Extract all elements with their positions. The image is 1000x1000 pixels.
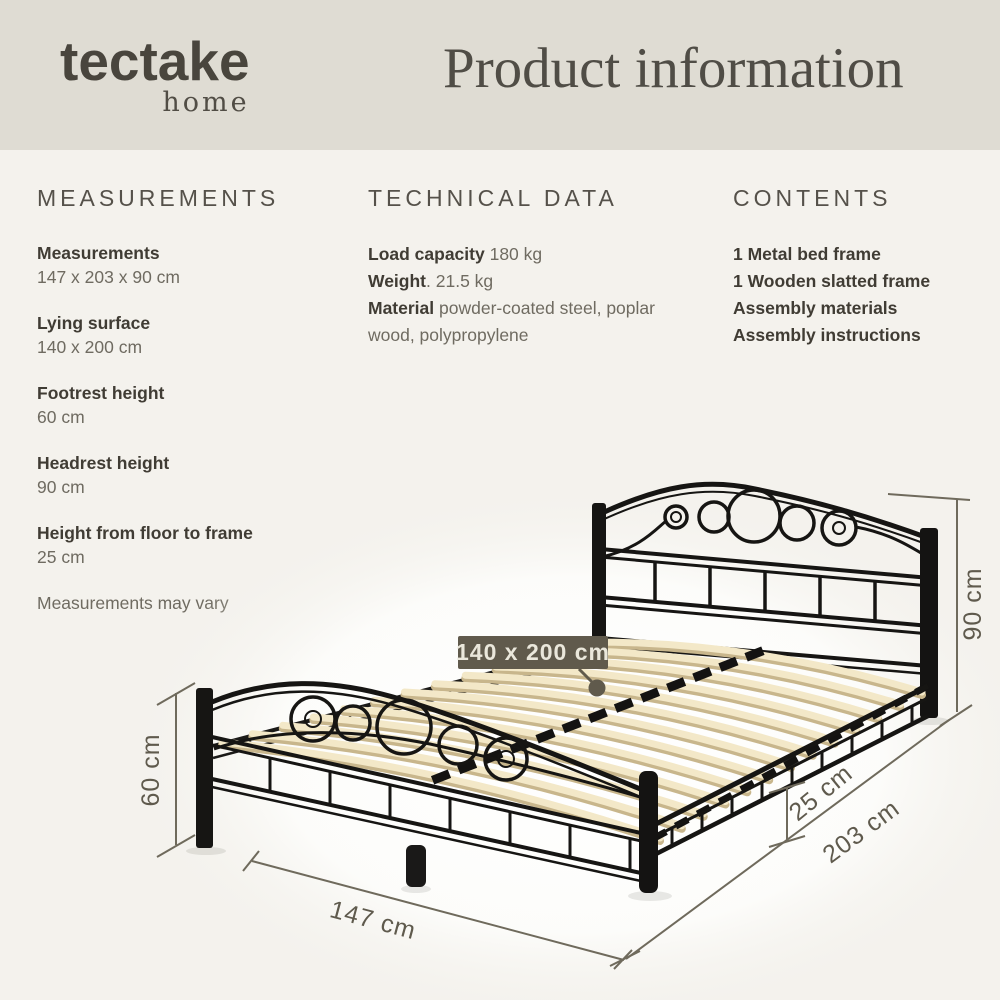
measurement-label: Footrest height xyxy=(37,383,165,404)
technical-label: Material xyxy=(368,298,435,319)
footboard-center-leg xyxy=(406,845,426,887)
slats xyxy=(218,638,930,845)
contents-item: Assembly instructions xyxy=(733,325,921,346)
brand-sub: home xyxy=(162,87,250,118)
brand-name: tectake xyxy=(60,30,250,92)
measurement-label: Height from floor to frame xyxy=(37,523,253,544)
contents-heading: CONTENTS xyxy=(733,185,892,211)
measurements-heading: MEASUREMENTS xyxy=(37,185,280,211)
floor-shadows xyxy=(186,717,949,901)
headboard xyxy=(592,481,938,718)
measurement-item: Headrest height 90 cm xyxy=(37,451,337,499)
page-title: Product information xyxy=(443,37,904,100)
measurements-column: MEASUREMENTS Measurements 147 x 203 x 90… xyxy=(37,185,337,615)
footboard-right-post xyxy=(639,771,658,893)
technical-line: Load capacity 180 kg xyxy=(368,241,688,268)
contents-item: 1 Wooden slatted frame xyxy=(733,271,931,292)
measurement-item: Footrest height 60 cm xyxy=(37,381,337,429)
slat-center-caps xyxy=(430,646,765,785)
headboard-left-post xyxy=(592,503,606,650)
dimension-25cm xyxy=(768,781,806,848)
measurement-item: Lying surface 140 x 200 cm xyxy=(37,311,337,359)
technical-value: powder-coated steel, poplar wood, polypr… xyxy=(368,298,655,346)
dimension-label-60cm: 60 cm xyxy=(137,733,165,806)
footboard-arch-inner xyxy=(211,690,649,802)
measurement-value: 60 cm xyxy=(37,407,85,428)
header-band: tectake home Product information xyxy=(0,0,1000,150)
footboard-scrolls xyxy=(289,695,529,782)
contents-item: Assembly materials xyxy=(733,298,898,319)
measurement-value: 140 x 200 cm xyxy=(37,337,143,358)
footboard-left-post xyxy=(196,688,213,848)
measurement-label: Headrest height xyxy=(37,453,170,474)
dimension-147cm xyxy=(242,850,633,970)
technical-value: 180 kg xyxy=(484,244,543,265)
contents-item: 1 Metal bed frame xyxy=(733,244,881,265)
headboard-arch-inner xyxy=(599,490,927,545)
headboard-right-post xyxy=(920,528,938,718)
footboard-chord xyxy=(213,731,651,802)
lying-surface-badge: 140 x 200 cm xyxy=(456,636,610,697)
lying-surface-badge-text: 140 x 200 cm xyxy=(456,639,610,665)
measurement-value: 147 x 203 x 90 cm xyxy=(37,267,180,288)
technical-line: Weight. 21.5 kg xyxy=(368,268,688,295)
measurement-item: Measurements 147 x 203 x 90 cm xyxy=(37,241,337,289)
technical-heading: TECHNICAL DATA xyxy=(368,185,618,211)
measurement-value: 25 cm xyxy=(37,547,85,568)
technical-value: . 21.5 kg xyxy=(426,271,494,292)
technical-data-column: TECHNICAL DATA Load capacity 180 kg Weig… xyxy=(368,185,688,349)
technical-label: Load capacity xyxy=(368,244,485,265)
measurements-note: Measurements may vary xyxy=(37,593,229,614)
footboard xyxy=(196,681,658,893)
measurement-value: 90 cm xyxy=(37,477,85,498)
footboard-rails xyxy=(211,735,651,885)
brand-logo: tectake home xyxy=(60,30,250,118)
dimension-label-90cm: 90 cm xyxy=(959,567,987,640)
contents-column: CONTENTS 1 Metal bed frame 1 Wooden slat… xyxy=(733,185,983,349)
measurement-label: Measurements xyxy=(37,243,160,264)
measurement-label: Lying surface xyxy=(37,313,151,334)
dimension-60cm xyxy=(156,682,196,858)
dimension-lines xyxy=(156,493,973,970)
technical-label: Weight xyxy=(368,271,427,292)
technical-line: Material powder-coated steel, poplar woo… xyxy=(368,295,688,349)
bed-illustration: 90 cm 60 cm 25 cm 203 cm 147 cm 140 x 20… xyxy=(120,481,1000,1000)
measurement-item: Height from floor to frame 25 cm xyxy=(37,521,337,569)
